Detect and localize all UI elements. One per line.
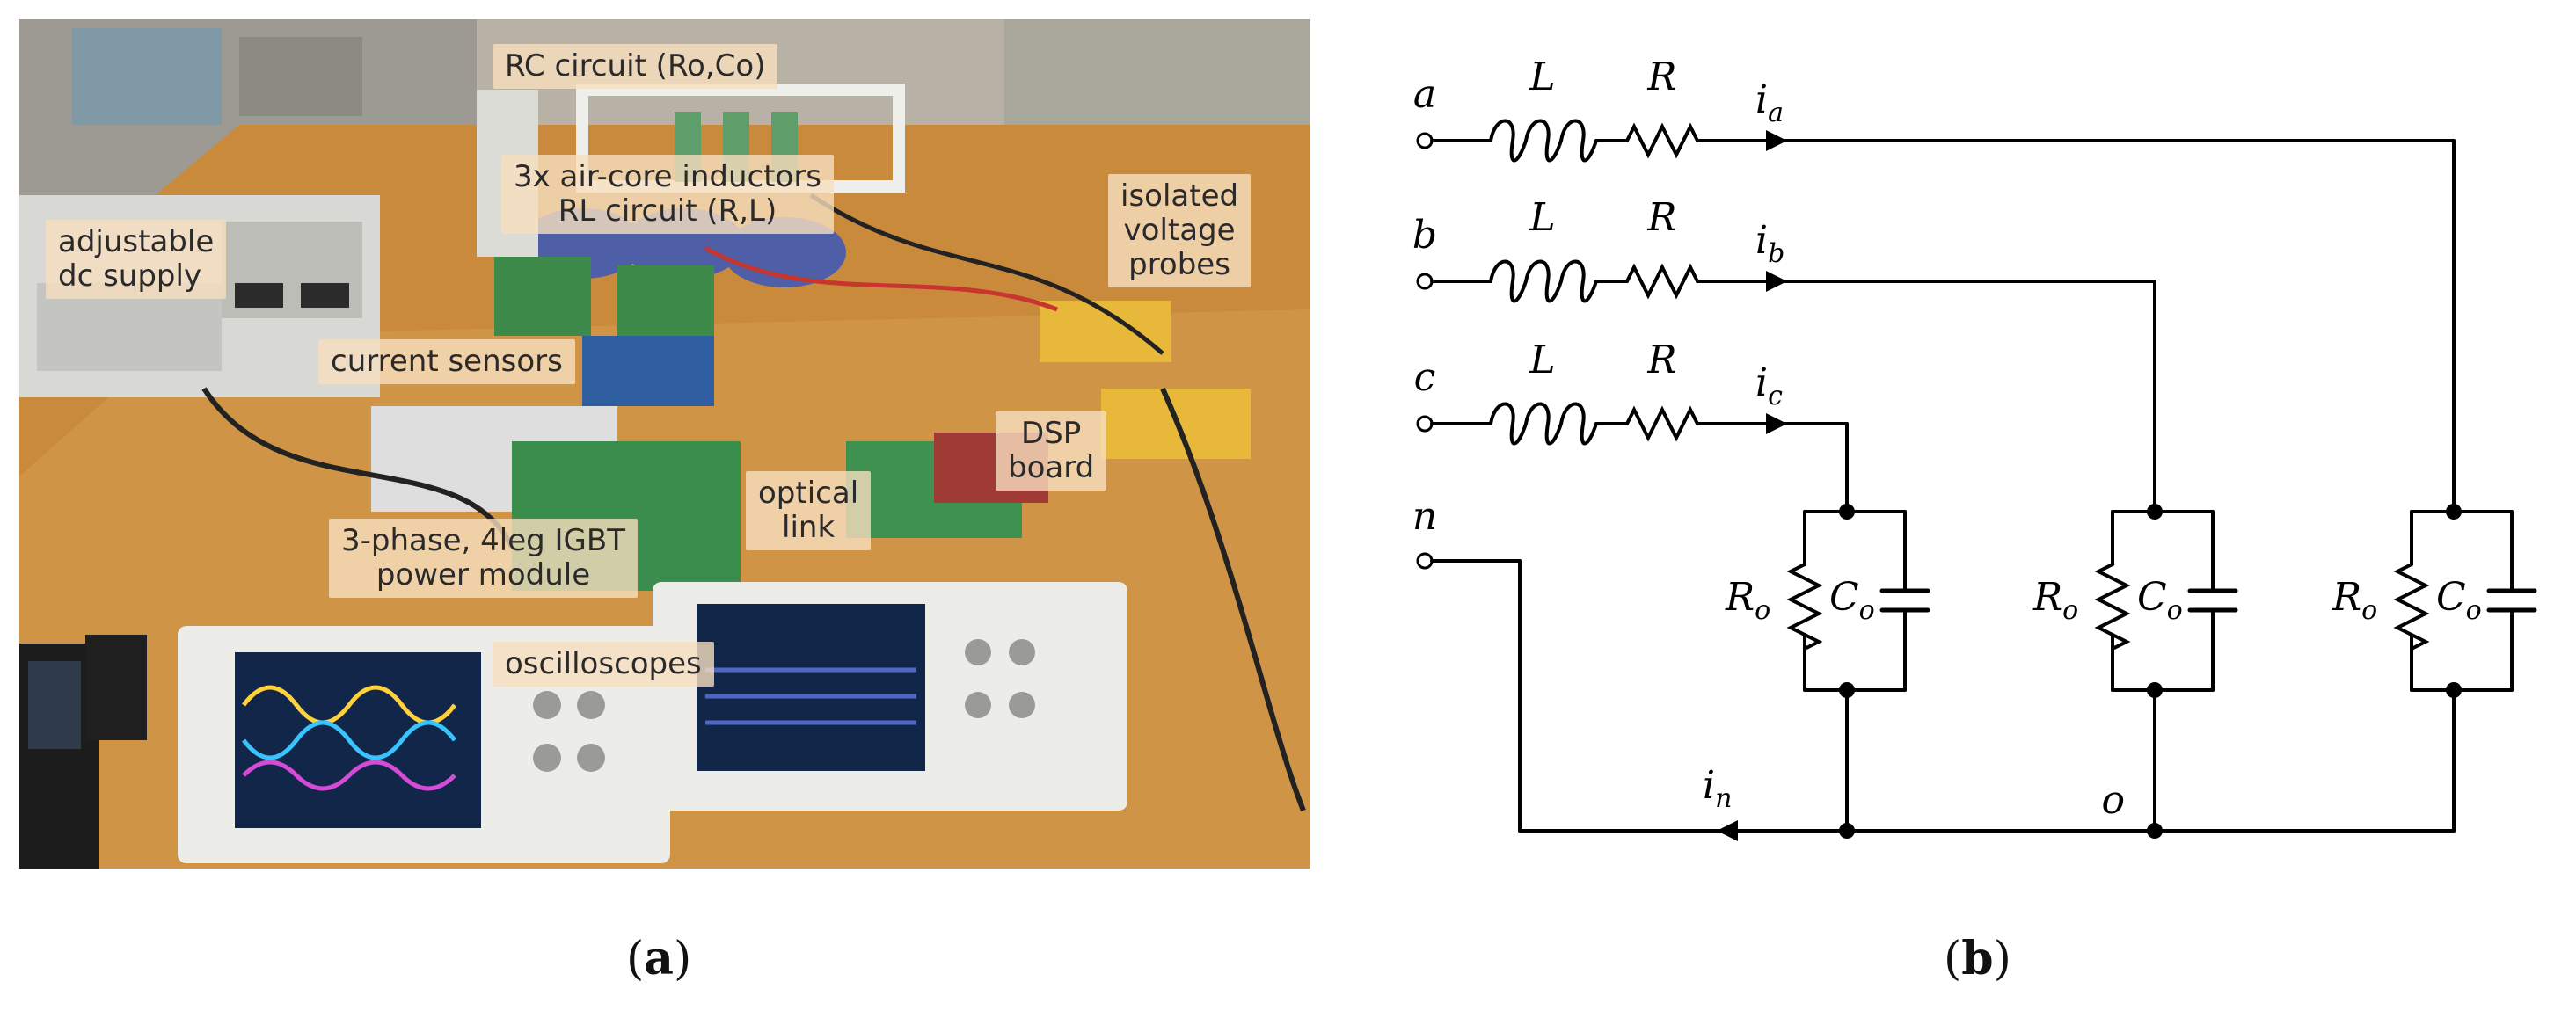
current-label-c-sub: c	[1768, 381, 1783, 411]
label-rc-circuit-text: RC circuit (Ro,Co)	[505, 48, 766, 84]
current-arrow-c	[1766, 413, 1787, 434]
caption-a: (a)	[626, 932, 692, 985]
load-branch-2	[2097, 504, 2238, 839]
lab-setup-illustration	[19, 19, 1310, 869]
node-label-b: b	[1412, 213, 1437, 258]
resistor-label-b: R	[1646, 195, 1676, 240]
label-optical-link-line1: optical	[758, 476, 859, 511]
label-dsp-board: DSP board	[996, 411, 1107, 491]
label-oscilloscopes: oscilloscopes	[493, 642, 714, 687]
inductor-label-a: L	[1529, 55, 1555, 99]
ro-label-3-main: R	[2332, 575, 2361, 620]
co-label-2-main: C	[2137, 575, 2167, 620]
label-optical-link: optical link	[746, 471, 872, 551]
load-branch-3	[2396, 504, 2537, 833]
neutral-line	[1416, 552, 2456, 841]
label-current-sensors-text: current sensors	[331, 344, 563, 379]
label-dc-supply-line1: adjustable	[58, 224, 215, 259]
node-label-n: n	[1412, 494, 1437, 539]
label-optical-link-line2: link	[782, 510, 836, 546]
caption-b-letter: b	[1961, 932, 1994, 985]
label-dc-supply-line2: dc supply	[58, 258, 202, 294]
ro-label-2-main: R	[2032, 575, 2062, 620]
label-current-sensors: current sensors	[318, 339, 575, 385]
phase-b-line	[1416, 259, 2156, 513]
caption-b: (b)	[1944, 932, 2011, 985]
current-label-c-i: i	[1755, 360, 1768, 405]
co-label-2-sub: o	[2167, 595, 2183, 626]
inductor-label-c: L	[1529, 338, 1555, 382]
lab-setup-photo: RC circuit (Ro,Co) 3x air-core inductors…	[19, 19, 1310, 869]
star-point-label-o: o	[2102, 778, 2126, 823]
ro-label-1-sub: o	[1755, 595, 1770, 626]
ro-label-1-main: R	[1725, 575, 1755, 620]
current-label-b-i: i	[1755, 218, 1768, 263]
co-label-3-main: C	[2436, 575, 2466, 620]
ro-label-3-sub: o	[2361, 595, 2377, 626]
label-rc-circuit: RC circuit (Ro,Co)	[493, 44, 778, 90]
co-label-3-sub: o	[2466, 595, 2482, 626]
current-label-n-i: i	[1703, 763, 1715, 808]
label-dsp-board-line2: board	[1008, 450, 1095, 486]
current-arrow-n	[1717, 820, 1738, 841]
circuit-diagram: a L R ia b L R ib c	[1412, 55, 2537, 841]
current-label-a-sub: a	[1768, 98, 1784, 128]
label-power-module-line2: power module	[376, 557, 591, 593]
ro-label-3: Ro	[2332, 575, 2377, 626]
current-label-b-sub: b	[1768, 238, 1784, 269]
ro-label-1: Ro	[1725, 575, 1770, 626]
label-oscilloscopes-text: oscilloscopes	[505, 646, 702, 681]
label-power-module: 3-phase, 4leg IGBT power module	[329, 519, 638, 599]
current-arrow-b	[1766, 271, 1787, 292]
current-label-n-sub: n	[1715, 783, 1732, 814]
current-label-c: ic	[1755, 360, 1783, 411]
label-isolated-probes-line3: probes	[1128, 247, 1230, 283]
label-isolated-probes-line2: voltage	[1123, 213, 1236, 249]
label-inductors: 3x air-core inductors RL circuit (R,L)	[501, 155, 835, 235]
co-label-1: Co	[1829, 575, 1875, 626]
inductor-label-b: L	[1529, 195, 1555, 240]
ro-label-2-sub: o	[2062, 595, 2078, 626]
phase-c-line	[1416, 402, 1849, 513]
resistor-label-c: R	[1646, 338, 1676, 382]
circuit-schematic: a L R ia b L R ib c	[1372, 0, 2576, 914]
label-power-module-line1: 3-phase, 4leg IGBT	[341, 523, 625, 558]
current-arrow-a	[1766, 130, 1787, 151]
label-dsp-board-line1: DSP	[1020, 416, 1082, 451]
label-inductors-line1: 3x air-core inductors	[514, 159, 822, 194]
current-label-b: ib	[1755, 218, 1784, 269]
node-label-c: c	[1414, 355, 1436, 400]
load-branch-1	[1789, 504, 1930, 839]
label-isolated-probes: isolated voltage probes	[1108, 174, 1252, 288]
resistor-label-a: R	[1646, 55, 1676, 99]
co-label-1-sub: o	[1859, 595, 1875, 626]
phase-a-line	[1416, 119, 2456, 513]
ro-label-2: Ro	[2032, 575, 2078, 626]
label-isolated-probes-line1: isolated	[1120, 178, 1239, 214]
co-label-3: Co	[2436, 575, 2482, 626]
caption-a-letter: a	[644, 932, 674, 985]
co-label-1-main: C	[1829, 575, 1859, 620]
label-inductors-line2: RL circuit (R,L)	[558, 193, 777, 229]
current-label-a-i: i	[1755, 77, 1768, 122]
current-label-n: in	[1703, 763, 1732, 814]
co-label-2: Co	[2137, 575, 2183, 626]
current-label-a: ia	[1755, 77, 1784, 128]
node-label-a: a	[1413, 72, 1436, 117]
label-dc-supply: adjustable dc supply	[46, 220, 227, 300]
